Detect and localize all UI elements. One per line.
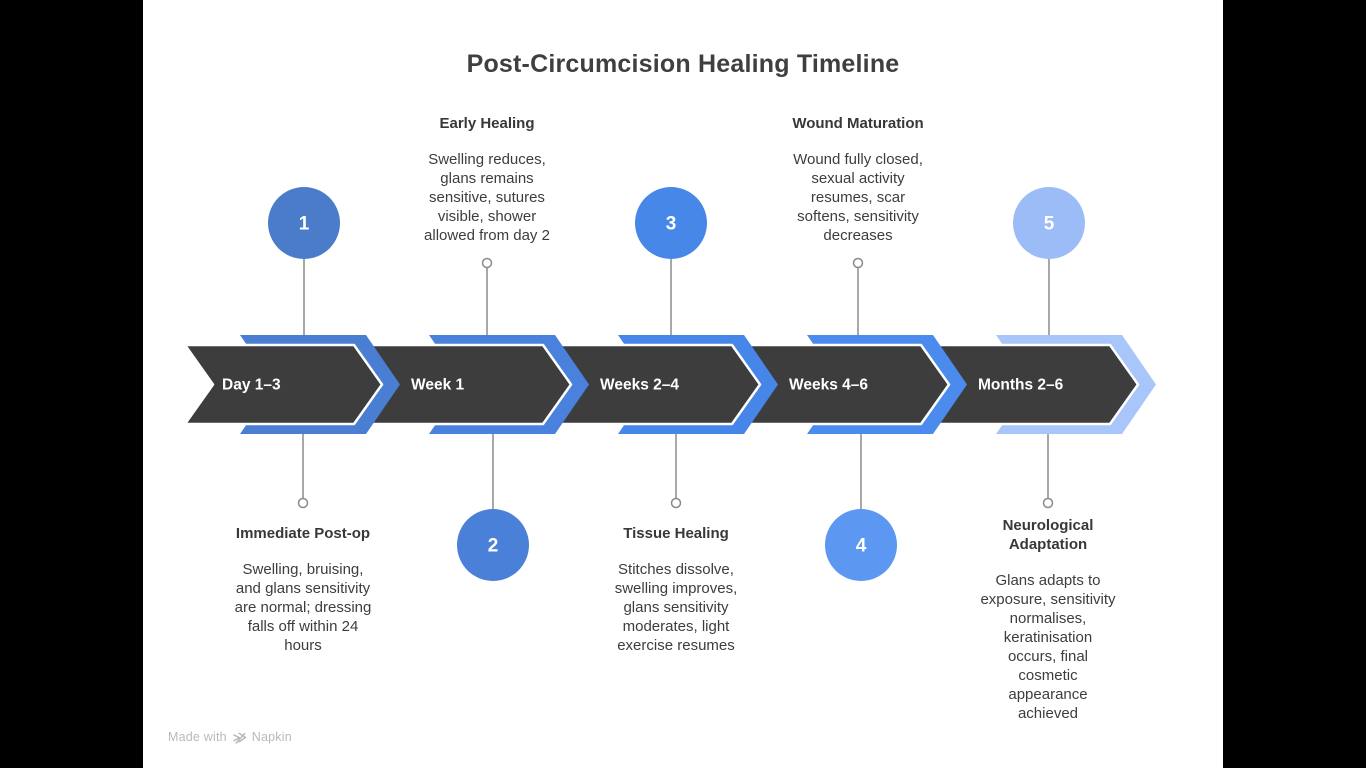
step-number: 4 — [856, 536, 867, 557]
step-circle-4 — [825, 509, 897, 581]
step-circle-1 — [268, 187, 340, 259]
timeline-band — [183, 335, 1156, 434]
page-title: Post-Circumcision Healing Timeline — [466, 50, 900, 78]
step-text-neurological-adaptation: Neurological Adaptation Glans adapts to … — [978, 516, 1118, 723]
step-text-early-healing: Early Healing Swelling reduces, glans re… — [422, 114, 552, 245]
segment-label: Weeks 2–4 — [600, 377, 679, 394]
timeline-diagram: Day 1–3 Week 1 Weeks 2–4 Weeks 4–6 Month… — [183, 187, 1156, 581]
step-circle-2 — [457, 509, 529, 581]
segment-label: Months 2–6 — [978, 377, 1064, 394]
step-description: Stitches dissolve, swelling improves, gl… — [614, 561, 738, 654]
connector-dot — [670, 497, 682, 509]
step-description: Wound fully closed, sexual activity resu… — [793, 151, 923, 244]
step-text-wound-maturation: Wound Maturation Wound fully closed, sex… — [788, 114, 928, 245]
step-description: Swelling, bruising, and glans sensitivit… — [234, 561, 372, 654]
step-title: Immediate Post-op — [235, 525, 371, 542]
step-circle-5 — [1013, 187, 1085, 259]
napkin-logo-icon — [232, 731, 247, 744]
step-description: Swelling reduces, glans remains sensitiv… — [424, 151, 550, 244]
step-description: Glans adapts to exposure, sensitivity no… — [980, 572, 1116, 722]
made-with-label: Made with — [168, 730, 227, 744]
letterbox-left — [0, 0, 143, 768]
connector-dot — [297, 497, 309, 509]
segment-label: Week 1 — [411, 377, 465, 394]
diagram-canvas: Post-Circumcision Healing Timeline — [143, 0, 1223, 768]
step-title: Wound Maturation — [792, 115, 924, 132]
segment-label: Day 1–3 — [222, 377, 281, 394]
step-number: 1 — [299, 214, 310, 235]
step-circles — [268, 187, 1085, 581]
step-text-tissue-healing: Tissue Healing Stitches dissolve, swelli… — [606, 524, 746, 655]
letterbox-right — [1223, 0, 1366, 768]
step-number: 5 — [1044, 214, 1055, 235]
step-title: Tissue Healing — [623, 525, 729, 542]
segment-arrow-1 — [183, 343, 384, 426]
step-title: Early Healing — [439, 115, 535, 132]
connector-dots — [297, 257, 1054, 509]
connector-dot — [481, 257, 493, 269]
connector-dot — [1042, 497, 1054, 509]
step-text-immediate-post-op: Immediate Post-op Swelling, bruising, an… — [228, 524, 378, 655]
step-numbers: 1 2 3 4 5 — [299, 214, 1055, 557]
step-circle-3 — [635, 187, 707, 259]
napkin-brand-label: Napkin — [251, 730, 292, 744]
step-title: Neurological Adaptation — [1002, 517, 1094, 553]
step-number: 3 — [666, 214, 677, 235]
step-number: 2 — [488, 536, 499, 557]
connector-dot — [852, 257, 864, 269]
made-with-attribution: Made with Napkin — [168, 730, 292, 744]
segment-labels: Day 1–3 Week 1 Weeks 2–4 Weeks 4–6 Month… — [222, 377, 1064, 394]
segment-label: Weeks 4–6 — [789, 377, 868, 394]
